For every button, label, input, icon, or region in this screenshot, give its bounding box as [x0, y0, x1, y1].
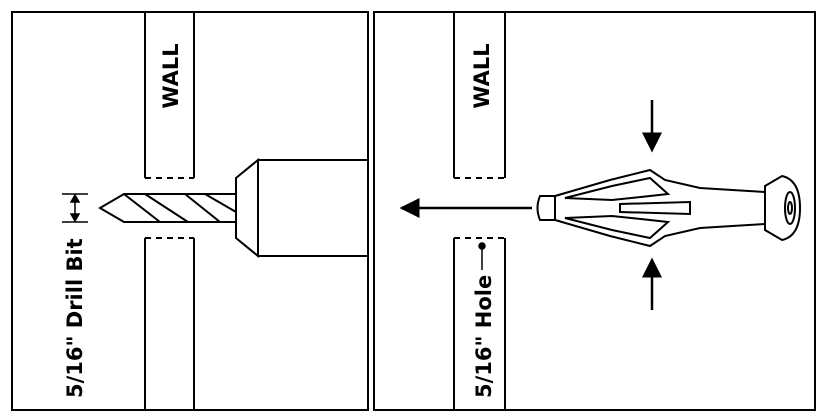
wall-label: WALL	[159, 43, 183, 108]
hole-marker	[478, 242, 486, 270]
bit-diameter-dimension	[62, 193, 88, 223]
anchor-panel: WALL 5/16" Hole	[373, 11, 816, 411]
plastic-anchor	[536, 168, 802, 248]
drill-bit	[98, 193, 237, 223]
drill-bit-label: 5/16" Drill Bit	[63, 238, 87, 398]
wall-upper-section	[144, 12, 195, 179]
hole-label: 5/16" Hole	[472, 275, 496, 398]
wall-upper-section	[453, 12, 506, 179]
wall-lower-section	[453, 237, 506, 410]
wall-label: WALL	[470, 43, 494, 108]
drill-chuck	[235, 157, 369, 259]
wall-lower-section	[144, 237, 195, 410]
drill-panel: WALL 5/16" Drill Bit	[11, 11, 369, 411]
anchor-panel-frame	[373, 11, 816, 411]
